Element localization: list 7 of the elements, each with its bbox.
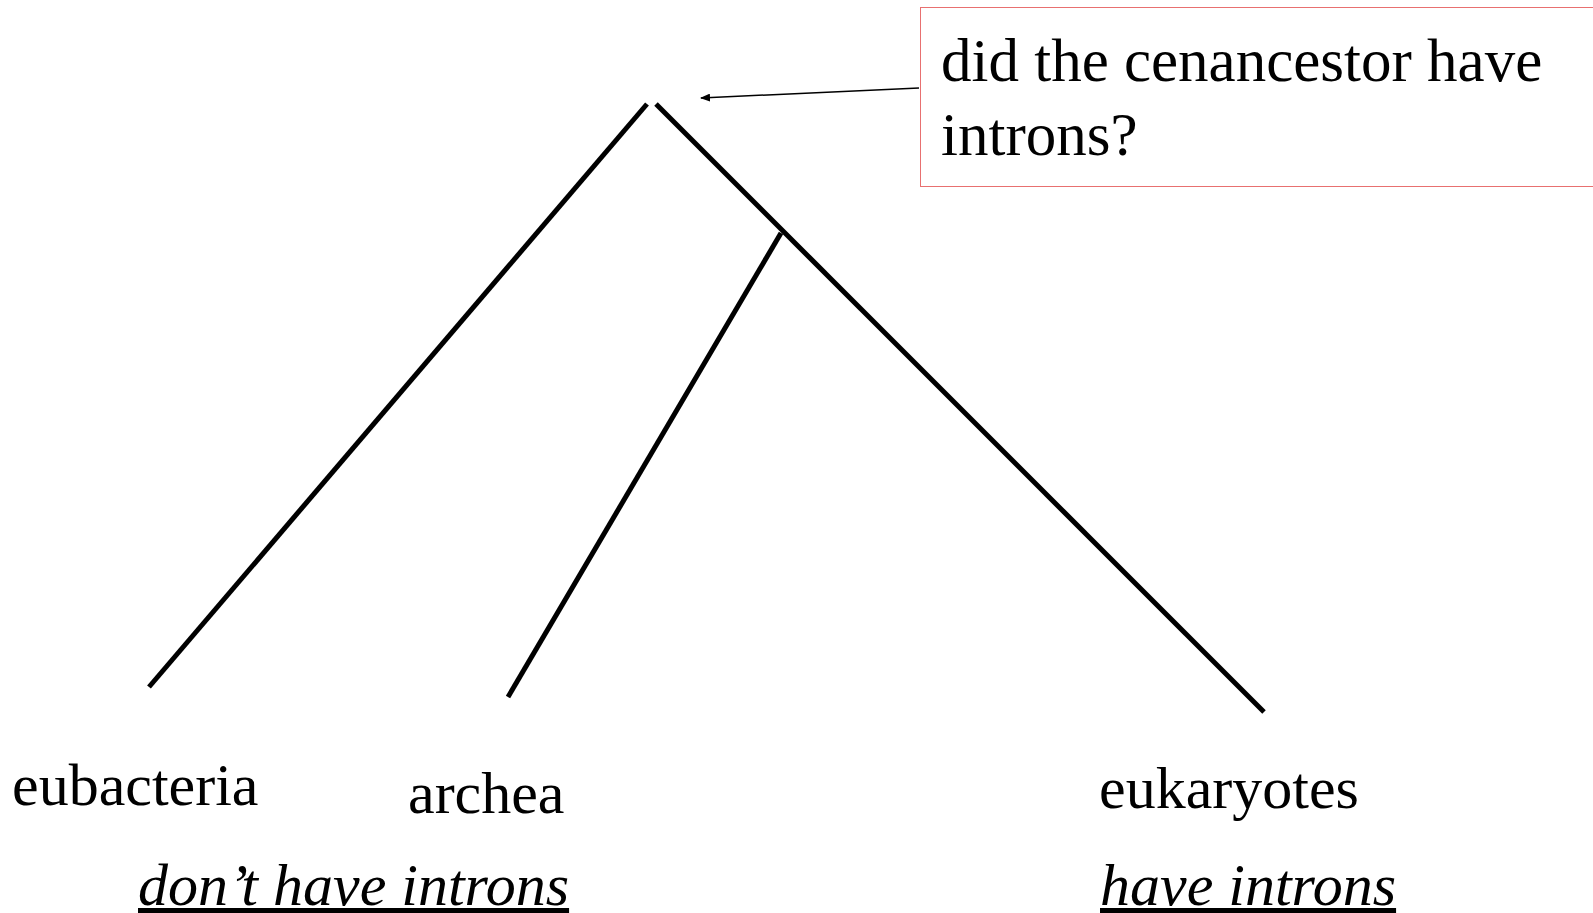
note-label: have introns xyxy=(1100,852,1397,913)
callout-box: did the cenancestor have introns? xyxy=(920,7,1593,187)
taxon-label: eukaryotes xyxy=(1099,755,1359,821)
taxon-label: eubacteria xyxy=(12,752,259,818)
taxon-label: archea xyxy=(408,760,565,826)
note-label: don’t have introns xyxy=(138,852,570,913)
leader-arrow xyxy=(700,87,920,102)
